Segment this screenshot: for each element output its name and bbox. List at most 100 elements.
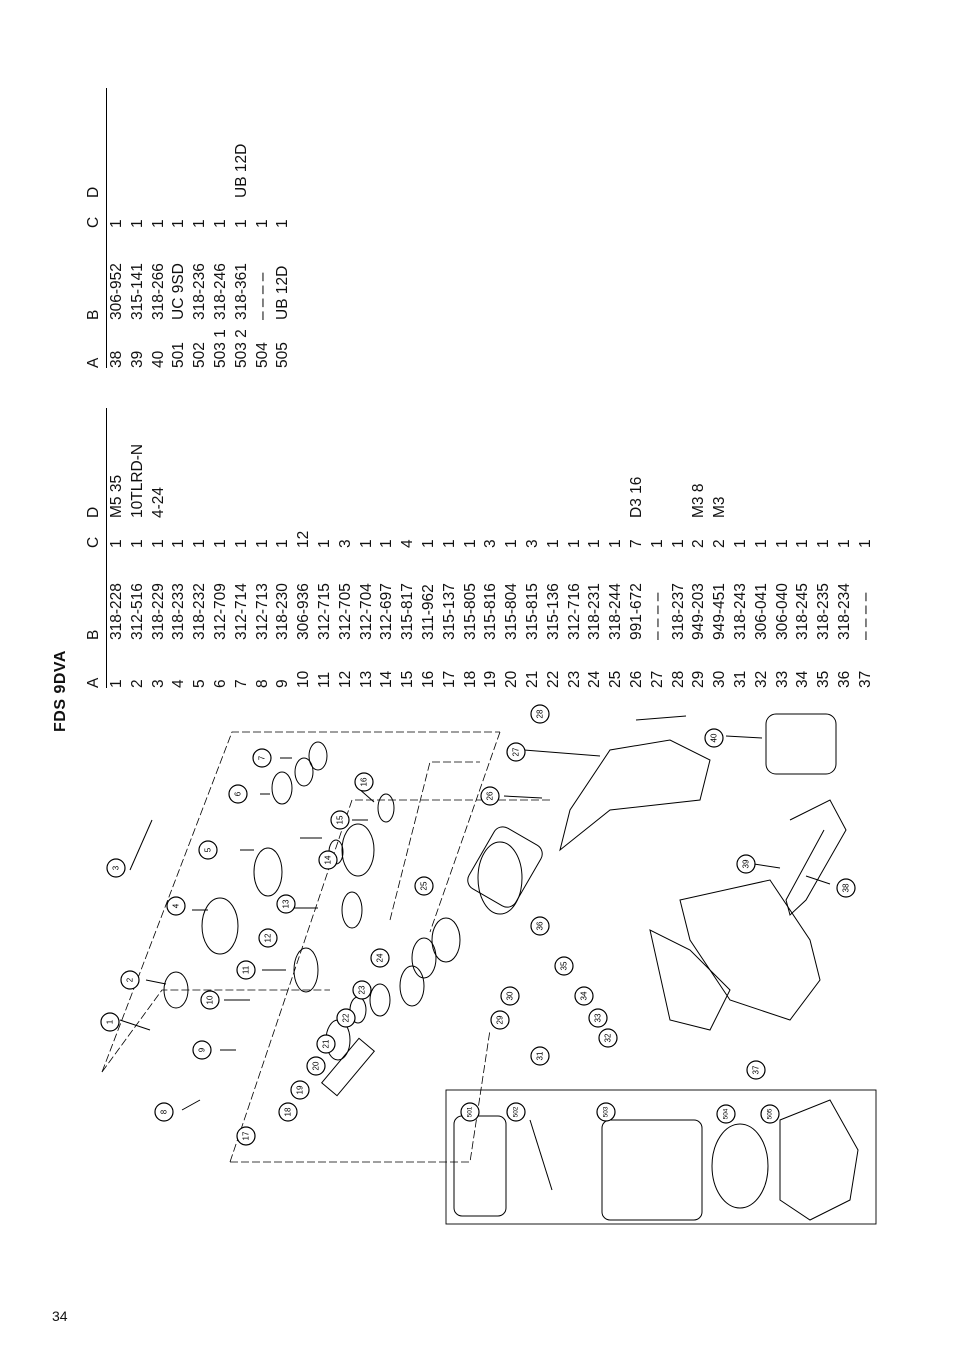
callout-11: 11 <box>236 960 256 980</box>
callout-label: 31 <box>536 1051 545 1060</box>
callout-label: 14 <box>324 855 333 864</box>
cell-d <box>169 88 190 198</box>
cell-d <box>752 408 773 518</box>
callout-label: 13 <box>282 899 291 908</box>
table-row: 24 318-231 1 <box>585 408 606 688</box>
cell-b: 318-235 <box>815 583 833 640</box>
cell-b: 318-243 <box>731 583 749 640</box>
cell-b: 312-716 <box>565 583 583 640</box>
callout-label: 16 <box>360 777 369 786</box>
cell-b: 312-704 <box>357 583 375 640</box>
cell-b: 311-962 <box>419 584 437 640</box>
callout-8: 8 <box>154 1102 174 1122</box>
cell-c: 1 <box>773 539 791 548</box>
cell-c: 1 <box>648 539 666 548</box>
page-number: 34 <box>52 1308 68 1324</box>
callout-31: 31 <box>530 1046 550 1066</box>
cell-c: 1 <box>752 539 770 548</box>
cell-d: M3 8 <box>690 483 708 518</box>
cell-a: 32 <box>752 670 770 688</box>
callout-label: 27 <box>512 747 521 756</box>
cell-c: 1 <box>565 539 583 548</box>
cell-b: 315-141 <box>128 263 146 320</box>
callout-35: 35 <box>554 956 574 976</box>
cell-c: 1 <box>669 539 687 548</box>
callout-label: 11 <box>242 965 251 974</box>
cell-a: 24 <box>586 670 604 688</box>
cell-d <box>294 408 315 518</box>
cell-b: 312-705 <box>336 583 354 640</box>
cell-a: 40 <box>149 350 167 368</box>
callout-34: 34 <box>574 986 594 1006</box>
cell-c: 1 <box>170 219 188 228</box>
callout-24: 24 <box>370 948 390 968</box>
cell-c: 1 <box>274 539 292 548</box>
cell-b: 312-709 <box>211 583 229 640</box>
header-b: B <box>85 309 102 320</box>
cell-d <box>273 408 294 518</box>
cell-a: 34 <box>794 670 812 688</box>
cell-d <box>232 408 253 518</box>
cell-b: 315-815 <box>523 583 541 640</box>
cell-b: 949-451 <box>711 583 729 640</box>
cell-c: 1 <box>586 539 604 548</box>
callout-label: 505 <box>767 1108 774 1119</box>
cell-d <box>336 408 357 518</box>
callout-505: 505 <box>760 1104 780 1124</box>
callout-label: 9 <box>198 1047 207 1052</box>
cell-a: 13 <box>357 670 375 688</box>
cell-b: 315-804 <box>503 583 521 640</box>
cell-c: 2 <box>711 539 729 548</box>
cell-c: 1 <box>378 539 396 548</box>
callout-28: 28 <box>530 704 550 724</box>
callout-504: 504 <box>716 1104 736 1124</box>
callout-502: 502 <box>506 1102 526 1122</box>
callout-13: 13 <box>276 894 296 914</box>
cell-b: 315-136 <box>544 583 562 640</box>
callout-7: 7 <box>252 748 272 768</box>
callout-40: 40 <box>704 728 724 748</box>
cell-d <box>211 88 232 198</box>
page-title: FDS 9DVA <box>52 650 69 732</box>
cell-a: 33 <box>773 670 791 688</box>
cell-b: 318-231 <box>586 583 604 640</box>
cell-b: 318-236 <box>191 263 209 320</box>
callout-1: 1 <box>100 1012 120 1032</box>
callout-12: 12 <box>258 928 278 948</box>
cell-c: 1 <box>128 219 146 228</box>
callout-label: 26 <box>486 791 495 800</box>
exploded-parts-diagram: 1234567891011121314151617181920212223242… <box>100 704 877 1225</box>
callout-4: 4 <box>166 896 186 916</box>
cell-d <box>585 408 606 518</box>
cell-d <box>835 408 856 518</box>
callout-label: 34 <box>580 991 589 1000</box>
cell-c: 1 <box>108 219 125 228</box>
callout-label: 23 <box>358 985 367 994</box>
header-c: C <box>85 536 102 548</box>
cell-c: 1 <box>211 539 229 548</box>
cell-b: 318-232 <box>191 583 209 640</box>
callout-label: 29 <box>496 1015 505 1024</box>
cell-a: 5 <box>191 679 209 688</box>
cell-c: 1 <box>211 219 229 228</box>
callout-label: 19 <box>296 1085 305 1094</box>
callout-label: 504 <box>723 1108 730 1119</box>
callout-25: 25 <box>414 876 434 896</box>
callout-36: 36 <box>530 916 550 936</box>
